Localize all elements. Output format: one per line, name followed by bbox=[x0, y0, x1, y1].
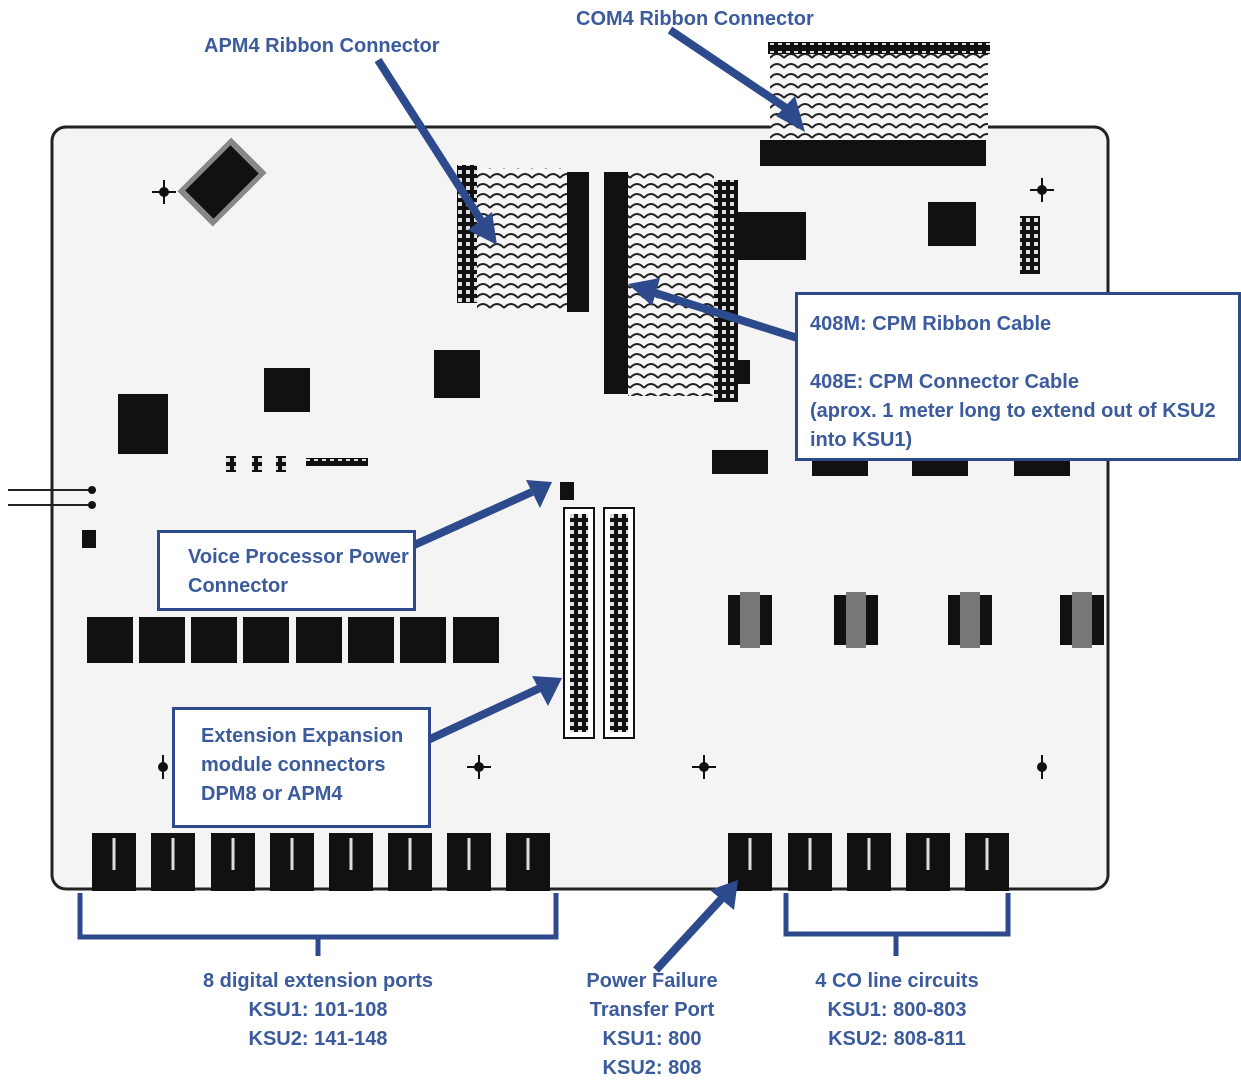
resistor-network bbox=[306, 458, 368, 466]
apm4-arrow-head bbox=[468, 212, 497, 245]
mounting-hole bbox=[1037, 755, 1047, 779]
transformer bbox=[1060, 592, 1104, 648]
mounting-hole bbox=[467, 755, 491, 779]
voice-processor-label-cont: Connector bbox=[188, 575, 288, 597]
cpm-arrow bbox=[650, 288, 812, 346]
co-lines-ksu2: KSU2: 808-811 bbox=[828, 1028, 966, 1050]
co-lines-label: 4 CO line circuits KSU1: 800-803 KSU2: 8… bbox=[786, 967, 1008, 1054]
voice-arrow-head bbox=[526, 480, 552, 508]
power-failure-subtitle: Transfer Port bbox=[589, 999, 715, 1021]
co-lines-ksu1: KSU1: 800-803 bbox=[827, 999, 967, 1021]
mounting-hole bbox=[158, 755, 168, 779]
com4-ribbon-label: COM4 Ribbon Connector bbox=[576, 8, 814, 30]
apm4-ribbon-label: APM4 Ribbon Connector bbox=[204, 35, 440, 57]
expansion-modules-label: DPM8 or APM4 bbox=[201, 783, 343, 805]
voice-arrow bbox=[410, 488, 534, 550]
digital-ports-label: 8 digital extension ports KSU1: 101-108 … bbox=[168, 967, 468, 1054]
digital-ports-title: 8 digital extension ports bbox=[202, 970, 434, 992]
chip bbox=[434, 350, 480, 398]
jumper bbox=[276, 456, 286, 472]
jumper bbox=[82, 530, 96, 548]
relay-row bbox=[87, 617, 499, 663]
expansion-connector-pins bbox=[610, 514, 628, 732]
wire-terminal bbox=[88, 486, 96, 494]
wire-terminal bbox=[88, 501, 96, 509]
digital-ports-bracket bbox=[77, 893, 559, 940]
cpm-pin-header bbox=[714, 180, 738, 402]
transformer bbox=[834, 592, 878, 648]
cpm-callout-box: 408M: CPM Ribbon Cable 408E: CPM Connect… bbox=[795, 292, 1241, 461]
expansion-label-cont: module connectors bbox=[201, 754, 386, 776]
jack-slot bbox=[112, 838, 530, 870]
co-lines-title: 4 CO line circuits bbox=[815, 970, 979, 992]
com4-ribbon-cable bbox=[770, 54, 988, 140]
cpm-arrow-head bbox=[628, 278, 660, 306]
cpm-latch bbox=[736, 360, 750, 384]
voice-processor-power-connector bbox=[560, 482, 574, 500]
cpm-connector-block bbox=[604, 172, 628, 394]
cpm-length-note: (aprox. 1 meter long to extend out of KS… bbox=[810, 400, 1216, 422]
pin-header bbox=[1020, 216, 1040, 274]
chip bbox=[912, 456, 968, 476]
jumper bbox=[226, 456, 236, 472]
chip bbox=[1014, 456, 1070, 476]
power-failure-label: Power Failure Transfer Port KSU1: 800 KS… bbox=[566, 967, 738, 1083]
chip bbox=[738, 212, 806, 260]
mounting-hole bbox=[692, 755, 716, 779]
chip bbox=[812, 456, 868, 476]
digital-ports-ksu2: KSU2: 141-148 bbox=[248, 1028, 388, 1050]
mounting-hole bbox=[1030, 178, 1054, 202]
expansion-label: Extension Expansion bbox=[201, 725, 404, 747]
power-failure-ksu1: KSU1: 800 bbox=[602, 1028, 702, 1050]
power-failure-title: Power Failure bbox=[586, 970, 718, 992]
com4-ribbon-connector bbox=[768, 42, 990, 54]
chip bbox=[264, 368, 310, 412]
cpm-connector-label: 408E: CPM Connector Cable bbox=[810, 371, 1079, 393]
cpm-length-note-cont: into KSU1) bbox=[810, 429, 913, 451]
voice-processor-label: Voice Processor Power bbox=[188, 546, 409, 568]
power-failure-arrow-head bbox=[710, 880, 738, 910]
chip bbox=[712, 450, 768, 474]
apm4-connector-block bbox=[567, 172, 589, 312]
chip bbox=[118, 394, 168, 454]
expansion-callout-box: Extension Expansion module connectors DP… bbox=[172, 707, 431, 828]
jumper bbox=[252, 456, 262, 472]
power-failure-ksu2: KSU2: 808 bbox=[602, 1057, 702, 1079]
chip bbox=[928, 202, 976, 246]
transformer bbox=[728, 592, 772, 648]
callout-arrows bbox=[374, 26, 812, 973]
expansion-arrow bbox=[426, 684, 542, 744]
co-lines-bracket bbox=[783, 893, 1011, 937]
cpm-ribbon-label: 408M: CPM Ribbon Cable bbox=[810, 313, 1052, 335]
mounting-hole bbox=[152, 180, 176, 204]
expansion-arrow-head bbox=[532, 676, 562, 706]
com4-connector-block bbox=[760, 140, 986, 166]
apm4-arrow bbox=[374, 57, 486, 225]
voltage-regulator bbox=[177, 137, 267, 227]
digital-ports-ksu1: KSU1: 101-108 bbox=[248, 999, 388, 1021]
jack-slot bbox=[748, 838, 989, 870]
power-failure-arrow bbox=[653, 893, 727, 973]
com4-arrow-head bbox=[776, 96, 805, 132]
voice-processor-callout-box: Voice Processor Power Connector bbox=[157, 530, 416, 611]
com4-arrow bbox=[667, 26, 795, 116]
expansion-connector-pins bbox=[570, 514, 588, 732]
transformer bbox=[948, 592, 992, 648]
